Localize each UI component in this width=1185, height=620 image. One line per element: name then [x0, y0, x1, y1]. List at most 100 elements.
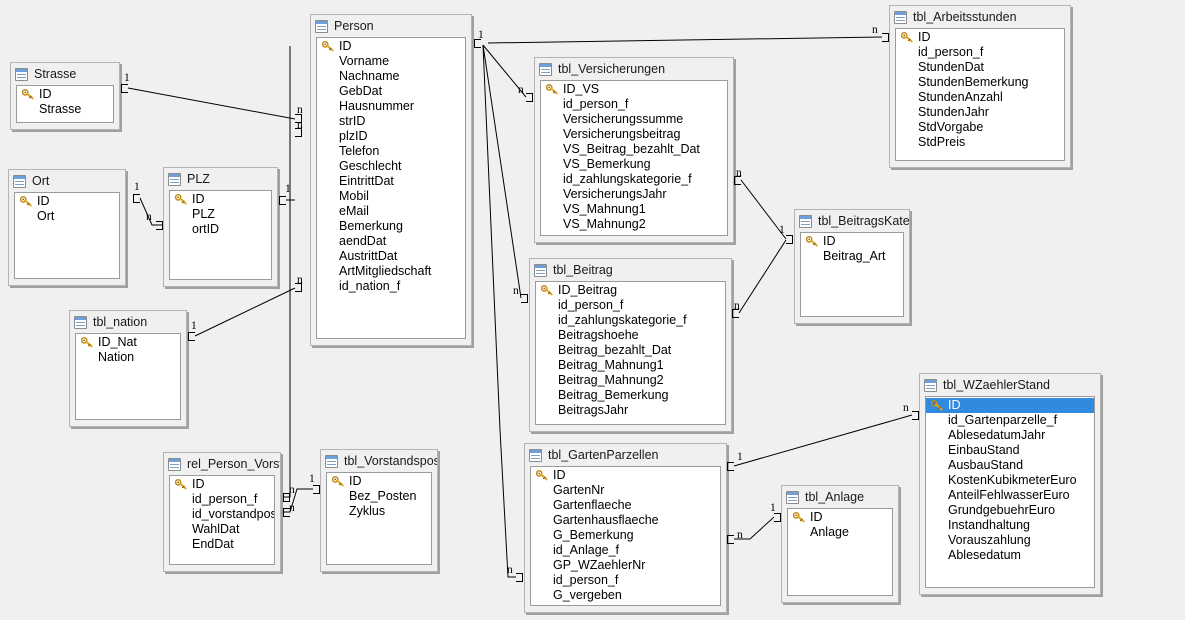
field-row[interactable]: Ort	[15, 209, 119, 224]
field-row[interactable]: StundenBemerkung	[896, 75, 1064, 90]
field-row[interactable]: GebDat	[317, 84, 465, 99]
field-row[interactable]: BeitragsJahr	[536, 403, 725, 418]
table-field-list-rel_person_vorstand[interactable]: IDid_person_fid_vorstandposteWahlDatEndD…	[169, 475, 275, 565]
field-row[interactable]: EinbauStand	[926, 443, 1094, 458]
field-row[interactable]: ID	[801, 234, 903, 249]
field-row[interactable]: VS_Bemerkung	[541, 157, 727, 172]
field-row[interactable]: Beitrag_Mahnung2	[536, 373, 725, 388]
field-row[interactable]: Versicherungssumme	[541, 112, 727, 127]
field-row[interactable]: G_Bemerkung	[531, 528, 720, 543]
field-row[interactable]: AblesedatumJahr	[926, 428, 1094, 443]
field-row[interactable]: VersicherungsJahr	[541, 187, 727, 202]
field-row[interactable]: GP_WZaehlerNr	[531, 558, 720, 573]
field-row[interactable]: Zyklus	[327, 504, 431, 519]
field-row[interactable]: VS_Beitrag_bezahlt_Dat	[541, 142, 727, 157]
field-row[interactable]: EintrittDat	[317, 174, 465, 189]
field-row[interactable]: ID	[15, 194, 119, 209]
field-row[interactable]: id_zahlungskategorie_f	[541, 172, 727, 187]
table-header-plz[interactable]: PLZ	[164, 168, 277, 190]
field-row[interactable]: ID	[896, 30, 1064, 45]
table-header-tbl_anlage[interactable]: tbl_Anlage	[782, 486, 898, 508]
table-header-ort[interactable]: Ort	[9, 170, 125, 192]
field-row[interactable]: Bemerkung	[317, 219, 465, 234]
field-row[interactable]: id_person_f	[896, 45, 1064, 60]
field-row[interactable]: Geschlecht	[317, 159, 465, 174]
field-row[interactable]: Ablesedatum	[926, 548, 1094, 563]
field-row[interactable]: ID	[327, 474, 431, 489]
field-row[interactable]: Beitrag_Bemerkung	[536, 388, 725, 403]
field-row[interactable]: ID	[170, 477, 274, 492]
field-row[interactable]: id_person_f	[536, 298, 725, 313]
field-row[interactable]: StundenAnzahl	[896, 90, 1064, 105]
table-header-tbl_arbeitsstunden[interactable]: tbl_Arbeitsstunden	[890, 6, 1070, 28]
field-row[interactable]: Beitrag_bezahlt_Dat	[536, 343, 725, 358]
field-row[interactable]: id_vorstandposte	[170, 507, 274, 522]
field-row[interactable]: WahlDat	[170, 522, 274, 537]
field-row[interactable]: GartenNr	[531, 483, 720, 498]
field-row[interactable]: Beitragshoehe	[536, 328, 725, 343]
field-row[interactable]: ID	[531, 468, 720, 483]
field-row[interactable]: AustrittDat	[317, 249, 465, 264]
field-row[interactable]: id_person_f	[541, 97, 727, 112]
field-row[interactable]: aendDat	[317, 234, 465, 249]
field-row[interactable]: Gartenhausflaeche	[531, 513, 720, 528]
field-row[interactable]: Vorauszahlung	[926, 533, 1094, 548]
field-row[interactable]: id_Gartenparzelle_f	[926, 413, 1094, 428]
field-row[interactable]: Beitrag_Mahnung1	[536, 358, 725, 373]
table-header-tbl_gartenparzellen[interactable]: tbl_GartenParzellen	[525, 444, 726, 466]
field-row[interactable]: strID	[317, 114, 465, 129]
field-row[interactable]: ID_VS	[541, 82, 727, 97]
field-row[interactable]: PLZ	[170, 207, 271, 222]
field-row[interactable]: Versicherungsbeitrag	[541, 127, 727, 142]
field-row[interactable]: ID	[17, 87, 113, 102]
field-row[interactable]: Instandhaltung	[926, 518, 1094, 533]
table-header-tbl_beitragskateg[interactable]: tbl_BeitragsKateg	[795, 210, 909, 232]
table-header-tbl_beitrag[interactable]: tbl_Beitrag	[530, 259, 731, 281]
field-row[interactable]: ID	[317, 39, 465, 54]
field-row[interactable]: StdPreis	[896, 135, 1064, 150]
field-row[interactable]: GrundgebuehrEuro	[926, 503, 1094, 518]
field-row[interactable]: G_vergeben	[531, 588, 720, 603]
field-row[interactable]: ortID	[170, 222, 271, 237]
field-row[interactable]: ID	[170, 192, 271, 207]
field-row[interactable]: AnteilFehlwasserEuro	[926, 488, 1094, 503]
field-row[interactable]: ArtMitgliedschaft	[317, 264, 465, 279]
field-row[interactable]: Vorname	[317, 54, 465, 69]
field-row[interactable]: Anlage	[788, 525, 892, 540]
field-row[interactable]: ID	[926, 398, 1094, 413]
field-row[interactable]: id_nation_f	[317, 279, 465, 294]
field-row[interactable]: VS_Mahnung2	[541, 217, 727, 232]
table-header-tbl_versicherungen[interactable]: tbl_Versicherungen	[535, 58, 733, 80]
field-row[interactable]: Nachname	[317, 69, 465, 84]
table-header-tbl_vorstandspos[interactable]: tbl_Vorstandspos	[321, 450, 437, 472]
table-header-strasse[interactable]: Strasse	[11, 63, 119, 85]
table-header-tbl_wzaehlerstand[interactable]: tbl_WZaehlerStand	[920, 374, 1100, 396]
field-row[interactable]: Bez_Posten	[327, 489, 431, 504]
table-header-rel_person_vorstand[interactable]: rel_Person_Vorsta	[164, 453, 280, 475]
field-row[interactable]: StdVorgabe	[896, 120, 1064, 135]
field-row[interactable]: VS_Mahnung1	[541, 202, 727, 217]
field-row[interactable]: plzID	[317, 129, 465, 144]
